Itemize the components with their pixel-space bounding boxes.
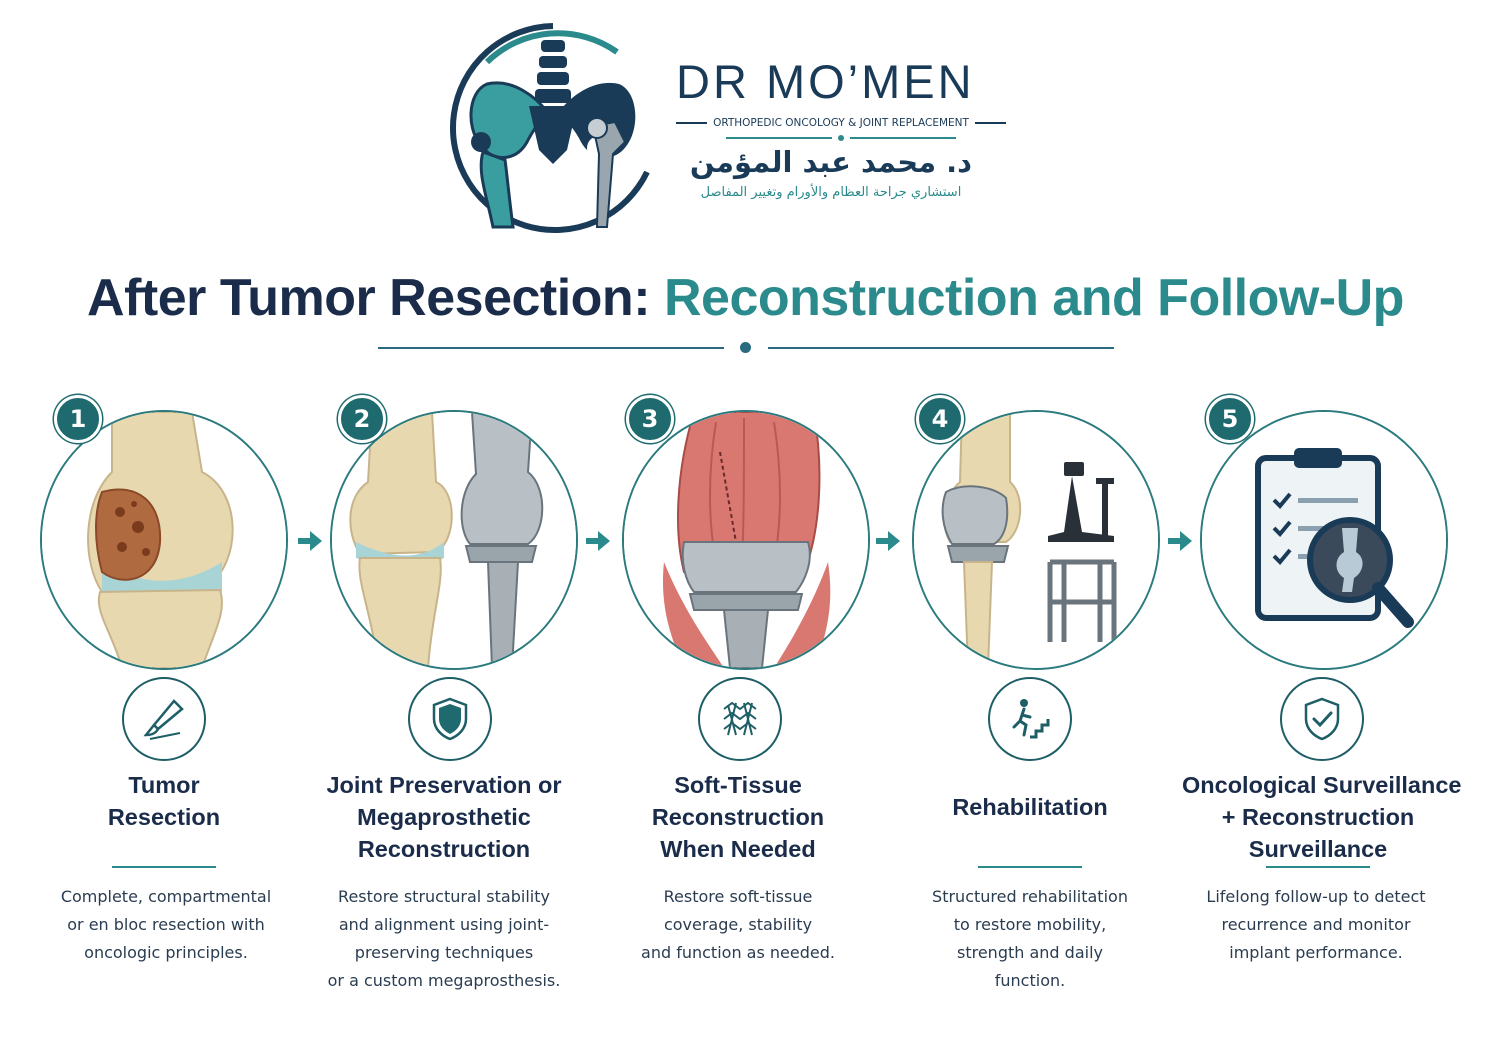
surveillance-clipboard-illustration <box>1200 410 1448 670</box>
step-description: Restore structural stability and alignme… <box>327 887 561 990</box>
brand-block: DR MO’MEN ORTHOPEDIC ONCOLOGY & JOINT RE… <box>676 55 1007 200</box>
step-description: Restore soft-tissue coverage, stability … <box>641 887 835 962</box>
spine-pelvis-logo-icon <box>447 22 659 234</box>
step-title: Soft-Tissue Reconstruction When Needed <box>651 772 825 862</box>
step-title: Tumor Resection <box>107 772 221 830</box>
step-title: Oncological Surveillance + Reconstructio… <box>1182 772 1462 862</box>
arrow-right-icon <box>1166 528 1194 554</box>
rehabilitation-illustration <box>912 410 1160 670</box>
joint-reconstruction-illustration <box>330 410 578 670</box>
step-divider <box>1266 866 1370 868</box>
step-number-badge: 2 <box>338 395 386 443</box>
brand-arabic-subtitle: استشاري جراحة العظام والأورام وتغيير الم… <box>700 185 962 200</box>
shield-check-icon <box>1304 697 1340 741</box>
brand-tagline-row: ORTHOPEDIC ONCOLOGY & JOINT REPLACEMENT <box>676 117 1007 129</box>
arrow-right-icon <box>584 528 612 554</box>
title-divider <box>378 342 1114 354</box>
stairs-climb-icon <box>1012 699 1050 739</box>
step-number-badge: 5 <box>1206 395 1254 443</box>
step-icon-ring <box>1280 677 1364 761</box>
brand-divider <box>726 135 956 141</box>
step-description: Lifelong follow-up to detect recurrence … <box>1206 887 1426 962</box>
page-title-part2: Reconstruction and Follow-Up <box>663 269 1404 327</box>
step-icon-ring <box>122 677 206 761</box>
step-description: Structured rehabilitation to restore mob… <box>932 887 1128 990</box>
step-divider <box>112 866 216 868</box>
arrow-right-icon <box>874 528 902 554</box>
scalpel-icon <box>143 699 184 740</box>
step-icon-ring <box>698 677 782 761</box>
step-number-badge: 4 <box>916 395 964 443</box>
step-number-badge: 1 <box>54 395 102 443</box>
step-title: Joint Preservation or Megaprosthetic Rec… <box>326 772 562 862</box>
arrow-right-icon <box>296 528 324 554</box>
step-icon-ring <box>408 677 492 761</box>
step-divider <box>978 866 1082 868</box>
knee-tumor-illustration <box>40 410 288 670</box>
brand-name: DR MO’MEN <box>676 55 975 108</box>
header: DR MO’MEN ORTHOPEDIC ONCOLOGY & JOINT RE… <box>0 0 1491 245</box>
step-description: Complete, compartmental or en bloc resec… <box>60 887 272 962</box>
page-title-part1: After Tumor Resection: <box>87 269 651 327</box>
page-title: After Tumor Resection: Reconstruction an… <box>0 268 1491 328</box>
brand-tagline: ORTHOPEDIC ONCOLOGY & JOINT REPLACEMENT <box>713 117 969 129</box>
tissue-mesh-icon <box>723 701 757 736</box>
shield-icon <box>432 697 468 741</box>
brand-arabic-name: د. محمد عبد المؤمن <box>689 145 973 179</box>
step-title: Rehabilitation <box>952 794 1108 820</box>
step-number-badge: 3 <box>626 395 674 443</box>
soft-tissue-illustration <box>622 410 870 670</box>
step-icon-ring <box>988 677 1072 761</box>
